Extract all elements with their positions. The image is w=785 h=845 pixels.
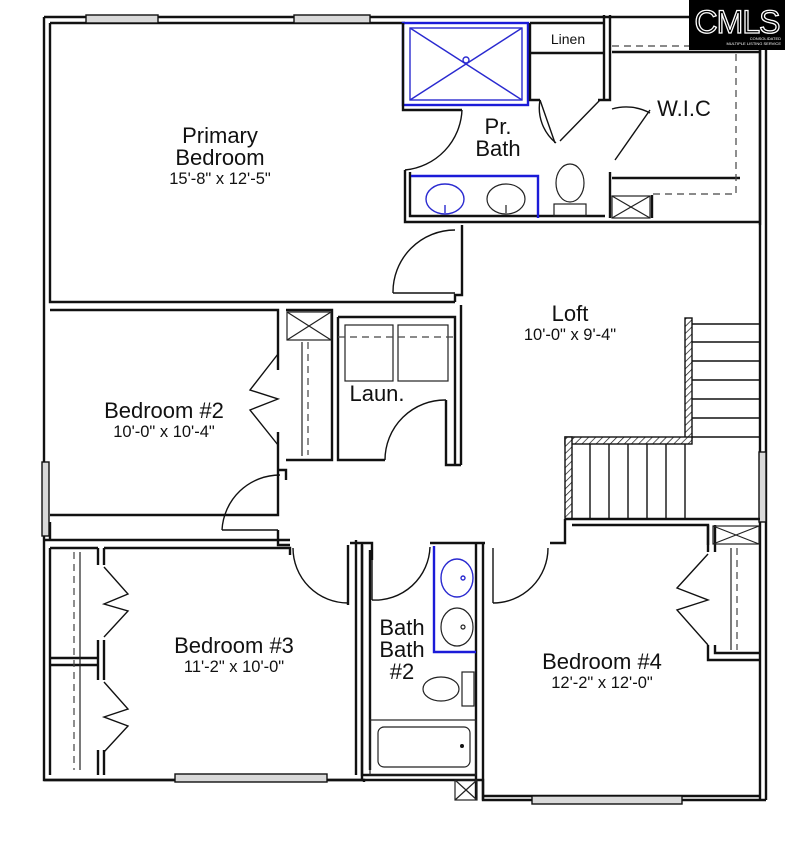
- room-dimensions: 10'-0" x 9'-4": [523, 326, 617, 344]
- logo-subtext: CONSOLIDATED MULTIPLE LISTING SERVICE: [726, 36, 781, 46]
- bedroom4-walls: [492, 519, 760, 662]
- room-dimensions: 12'-2" x 12'-0": [551, 674, 653, 692]
- room-label-bedroom4: Bedroom #4 12'-2" x 12'-0": [542, 651, 662, 692]
- room-name: Laun.: [349, 381, 405, 406]
- room-name: Bath: [475, 136, 521, 161]
- room-dimensions: 10'-0" x 10'-4": [113, 423, 215, 441]
- room-name: Bath: [379, 637, 425, 662]
- room-label-bedroom3: Bedroom #3 11'-2" x 10'-0": [174, 635, 294, 676]
- primary-shower: [401, 21, 530, 107]
- primary-bath-walls: [401, 15, 760, 224]
- logo-subtext-line1: CONSOLIDATED: [749, 36, 781, 42]
- room-name: W.I.C: [657, 96, 711, 121]
- primary-bedroom-door: [392, 225, 464, 302]
- room-dimensions: 11'-2" x 10'-0": [183, 658, 285, 676]
- room-label-bedroom2: Bedroom #2 10'-0" x 10'-4": [104, 400, 224, 441]
- room-name: Loft: [551, 301, 589, 326]
- room-name: Bedroom #4: [542, 649, 662, 674]
- primary-vanity: [411, 174, 540, 218]
- cmls-logo: CMLS CONSOLIDATED MULTIPLE LISTING SERVI…: [689, 0, 785, 50]
- staircase: [564, 317, 760, 545]
- exterior-walls: [42, 15, 768, 802]
- room-label-wic: W.I.C: [657, 98, 711, 120]
- room-name: Bedroom #3: [174, 633, 294, 658]
- windows: [41, 14, 767, 805]
- room-name: Bedroom #2: [104, 398, 224, 423]
- room-label-primary-bath: Pr. Bath: [475, 116, 520, 160]
- primary-toilet: [553, 163, 587, 217]
- room-dimensions: 15'-8" x 12'-5": [169, 170, 271, 188]
- logo-subtext-line2: MULTIPLE LISTING SERVICE: [726, 40, 781, 46]
- bedroom2-door: [221, 468, 290, 547]
- room-label-linen: Linen: [550, 31, 586, 47]
- bedroom2-walls: [48, 305, 463, 540]
- room-name: Bath: [379, 615, 425, 640]
- room-name: Bedroom: [175, 145, 265, 170]
- room-name: #2: [389, 659, 415, 684]
- room-label-bath2: Bath Bath #2: [379, 617, 424, 683]
- room-label-primary-bedroom: Primary Bedroom 15'-8" x 12'-5": [169, 125, 270, 188]
- bath2-walls: [350, 541, 485, 801]
- room-label-laundry: Laun.: [349, 383, 404, 405]
- room-label-loft: Loft 10'-0" x 9'-4": [524, 303, 616, 344]
- room-name: Pr.: [484, 114, 512, 139]
- logo-text: CMLS: [694, 3, 781, 40]
- room-name: Primary: [182, 123, 258, 148]
